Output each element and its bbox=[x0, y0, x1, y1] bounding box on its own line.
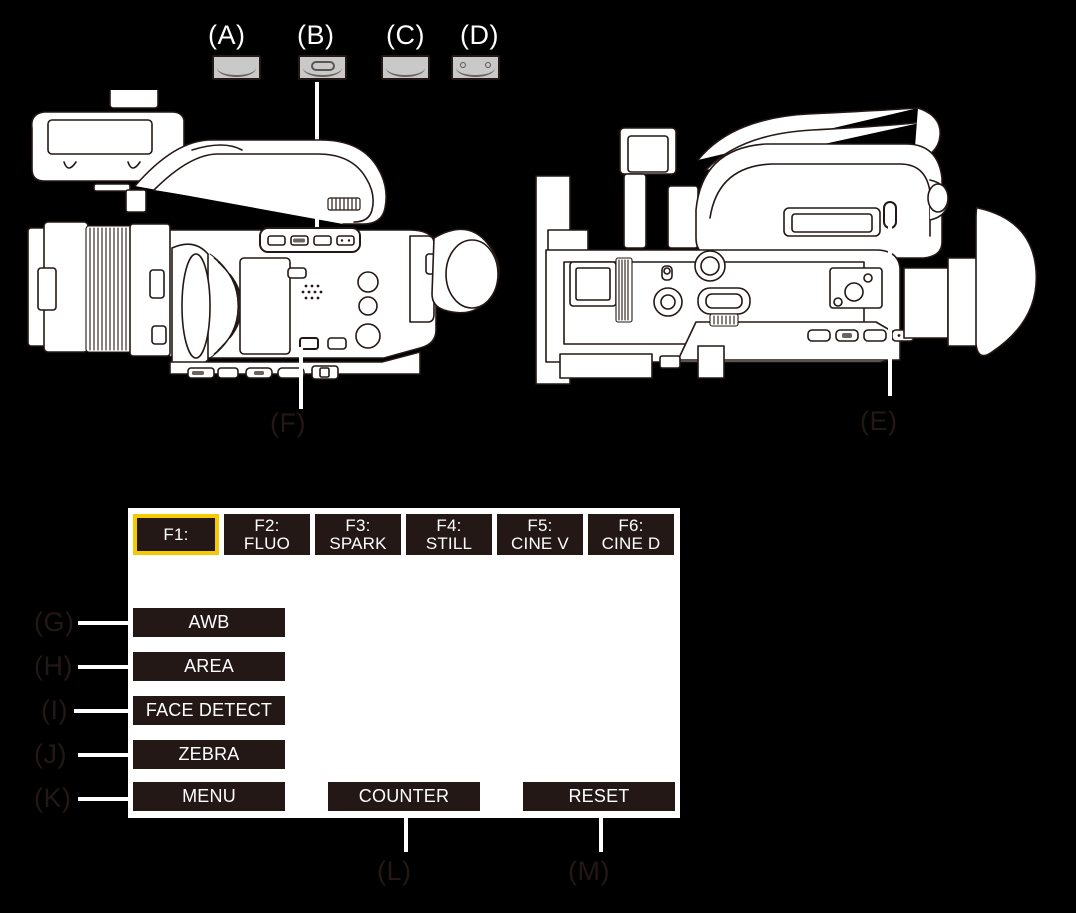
function-tab-f2[interactable]: F2: FLUO bbox=[224, 514, 310, 555]
callout-letter-f: (F) bbox=[270, 408, 306, 438]
function-tab-f3[interactable]: F3: SPARK bbox=[315, 514, 401, 555]
callout-letter-a: (A) bbox=[208, 20, 246, 50]
leader-line-l bbox=[404, 812, 408, 852]
function-tab-f6[interactable]: F6: CINE D bbox=[588, 514, 674, 555]
softkey-counter[interactable]: COUNTER bbox=[328, 782, 480, 811]
softkey-reset[interactable]: RESET bbox=[523, 782, 675, 811]
leader-line-i bbox=[74, 709, 138, 713]
softkey-face-detect[interactable]: FACE DETECT bbox=[133, 696, 285, 725]
camera-left-side-illustration bbox=[20, 90, 520, 420]
callout-letter-c: (C) bbox=[386, 20, 425, 50]
function-tab-f5[interactable]: F5: CINE V bbox=[497, 514, 583, 555]
leader-line-m bbox=[599, 812, 603, 852]
softkey-area[interactable]: AREA bbox=[133, 652, 285, 681]
callout-letter-i: (I) bbox=[41, 695, 68, 725]
callout-letter-e: (E) bbox=[860, 406, 898, 436]
callout-letter-m: (M) bbox=[568, 856, 610, 886]
lcd-touch-panel: F1: F2: FLUO F3: SPARK F4: STILL F5: CIN… bbox=[128, 508, 680, 818]
callout-letter-g: (G) bbox=[34, 607, 75, 637]
leader-line-e bbox=[888, 214, 892, 396]
function-tab-f1[interactable]: F1: bbox=[133, 514, 219, 555]
softkey-zebra[interactable]: ZEBRA bbox=[133, 740, 285, 769]
camera-right-side-illustration bbox=[520, 90, 1040, 420]
leader-line-j bbox=[78, 753, 138, 757]
callout-letter-j: (J) bbox=[34, 739, 67, 769]
leader-line-h bbox=[78, 665, 138, 669]
softkey-menu[interactable]: MENU bbox=[133, 782, 285, 811]
leader-line-k bbox=[78, 797, 138, 801]
softkey-awb[interactable]: AWB bbox=[133, 608, 285, 637]
button-two-dot-icon-d bbox=[451, 55, 500, 80]
callout-letter-h: (H) bbox=[34, 651, 73, 681]
callout-letter-l: (L) bbox=[377, 856, 412, 886]
callout-letter-d: (D) bbox=[460, 20, 499, 50]
button-plain-icon-a bbox=[212, 55, 261, 80]
leader-line-g bbox=[78, 621, 138, 625]
callout-letter-b: (B) bbox=[297, 20, 335, 50]
button-plain-icon-c bbox=[381, 55, 430, 80]
callout-letter-k: (K) bbox=[34, 783, 72, 813]
button-pill-icon-b bbox=[298, 55, 347, 80]
leader-line-f bbox=[299, 347, 303, 409]
function-tab-f4[interactable]: F4: STILL bbox=[406, 514, 492, 555]
